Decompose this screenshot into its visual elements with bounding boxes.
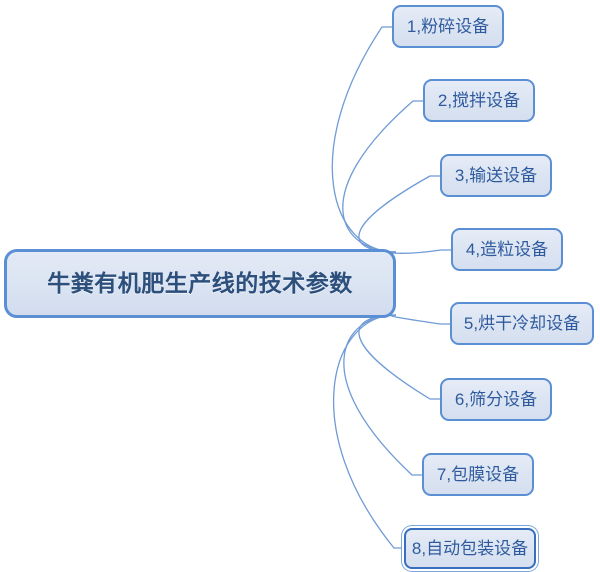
- branch-node-8-selected[interactable]: 8,自动包装设备: [404, 528, 536, 569]
- branch-node-2-label: 2,搅拌设备: [437, 91, 521, 110]
- connector-line-3: [342, 100, 423, 253]
- connector-line-8: [333, 314, 404, 549]
- branch-node-4-label: 4,造粒设备: [465, 240, 549, 259]
- branch-node-3[interactable]: 3,输送设备: [440, 154, 552, 197]
- central-topic-node[interactable]: 牛粪有机肥生产线的技术参数: [4, 249, 396, 318]
- branch-node-3-label: 3,输送设备: [454, 166, 538, 185]
- connector-line-4: [358, 314, 440, 400]
- branch-node-8-label: 8,自动包装设备: [411, 539, 529, 558]
- branch-node-5-label: 5,烘干冷却设备: [463, 314, 581, 333]
- branch-node-7-label: 7,包膜设备: [436, 465, 520, 484]
- connector-line-1: [331, 26, 397, 253]
- connector-line-5: [358, 175, 440, 253]
- connector-line-2: [389, 314, 450, 325]
- branch-node-7[interactable]: 7,包膜设备: [422, 453, 534, 496]
- branch-node-4[interactable]: 4,造粒设备: [451, 228, 563, 271]
- connector-line-7: [389, 249, 451, 254]
- branch-node-6[interactable]: 6,筛分设备: [440, 378, 552, 421]
- branch-node-1-label: 1,粉碎设备: [406, 17, 490, 36]
- branch-node-5[interactable]: 5,烘干冷却设备: [450, 302, 594, 345]
- connector-line-6: [343, 314, 422, 476]
- branch-node-2[interactable]: 2,搅拌设备: [423, 79, 535, 122]
- central-topic-label: 牛粪有机肥生产线的技术参数: [47, 270, 353, 296]
- branch-node-1[interactable]: 1,粉碎设备: [392, 5, 504, 48]
- branch-node-6-label: 6,筛分设备: [454, 390, 538, 409]
